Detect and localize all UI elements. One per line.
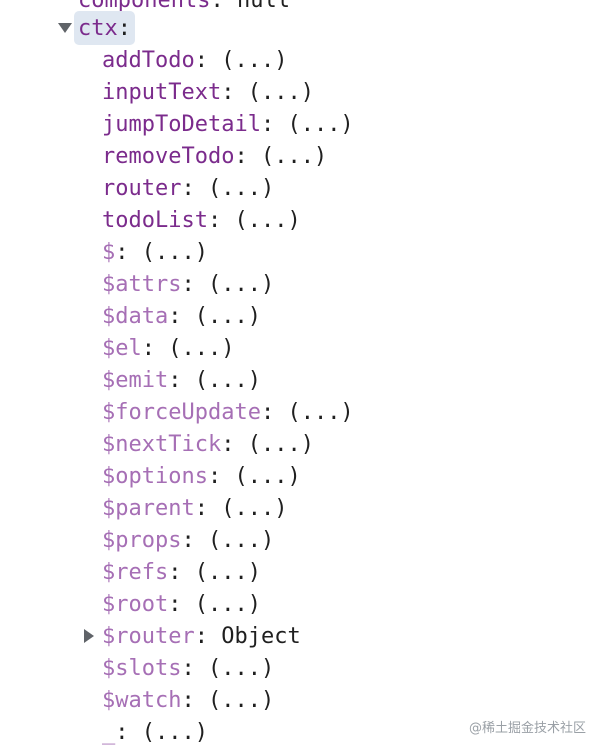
property-colon: : [194,623,222,649]
property-colon: : [181,527,208,553]
tree-row-emit[interactable]: $emit: (...) [102,364,604,396]
property-key: router [102,175,182,201]
property-key: $slots [102,655,182,681]
property-colon: : [234,143,261,169]
expand-toggle-right-icon[interactable] [84,629,94,643]
lazy-getter-value[interactable]: (...) [221,495,288,521]
property-key: $watch [102,687,182,713]
tree-row-props[interactable]: $props: (...) [102,524,604,556]
property-colon: : [221,79,248,105]
tree-row-addTodo[interactable]: addTodo: (...) [102,44,604,76]
property-colon: : [141,335,169,361]
tree-row-router[interactable]: $router: Object [84,620,604,652]
lazy-getter-value[interactable]: (...) [287,399,354,425]
property-colon: : [194,47,222,73]
tree-row-attrs[interactable]: $attrs: (...) [102,268,604,300]
lazy-getter-value[interactable]: (...) [221,47,288,73]
property-key: ctx [78,15,118,41]
lazy-getter-value[interactable]: (...) [207,527,275,553]
property-colon: : [181,655,208,681]
tree-row-router[interactable]: router: (...) [102,172,604,204]
tree-row-ctx[interactable]: ctx: [56,11,604,45]
property-key: components [78,0,211,13]
property-colon: : [207,207,235,233]
lazy-getter-value[interactable]: (...) [260,143,328,169]
property-key: $emit [102,367,169,393]
lazy-getter-value[interactable]: (...) [141,239,208,265]
property-key: $forceUpdate [102,399,261,425]
property-colon: : [181,271,208,297]
lazy-getter-value[interactable]: (...) [194,591,261,617]
property-colon: : [260,399,288,425]
tree-row-parent[interactable]: $parent: (...) [102,492,604,524]
property-colon: : [210,0,237,13]
property-colon: : [168,591,195,617]
property-colon: : [117,15,131,41]
lazy-getter-value[interactable]: (...) [207,271,275,297]
property-key: $options [102,463,208,489]
property-key: todoList [102,207,208,233]
property-colon: : [168,303,195,329]
tree-row-_[interactable]: _: (...) [102,716,604,748]
lazy-getter-value[interactable]: (...) [287,111,354,137]
property-colon: : [260,111,288,137]
property-key: $el [102,335,142,361]
property-colon: : [221,431,248,457]
lazy-getter-value[interactable]: (...) [194,559,261,585]
lazy-getter-value[interactable]: (...) [207,655,275,681]
property-colon: : [207,463,235,489]
property-key: $ [102,239,116,265]
property-key: removeTodo [102,143,235,169]
tree-row-forceUpdate[interactable]: $forceUpdate: (...) [102,396,604,428]
lazy-getter-value[interactable]: (...) [194,367,261,393]
tree-row-watch[interactable]: $watch: (...) [102,684,604,716]
watermark-text: @稀土掘金技术社区 [468,721,586,736]
tree-row-data[interactable]: $data: (...) [102,300,604,332]
expand-toggle-down-icon[interactable] [58,23,72,33]
property-key: $router [102,623,195,649]
property-colon: : [181,687,208,713]
property-value: null [236,0,290,13]
tree-row-refs[interactable]: $refs: (...) [102,556,604,588]
tree-row-root[interactable]: $root: (...) [102,588,604,620]
property-key: $attrs [102,271,182,297]
lazy-getter-value[interactable]: (...) [247,431,314,457]
property-key: jumpToDetail [102,111,261,137]
property-colon: : [181,175,208,201]
lazy-getter-value[interactable]: (...) [247,79,314,105]
property-key: $refs [102,559,169,585]
property-key: addTodo [102,47,195,73]
property-colon: : [168,367,195,393]
property-colon: : [115,239,142,265]
property-colon: : [168,559,195,585]
lazy-getter-value[interactable]: (...) [207,175,275,201]
lazy-getter-value[interactable]: (...) [207,687,275,713]
property-key: inputText [102,79,222,105]
tree-row-nextTick[interactable]: $nextTick: (...) [102,428,604,460]
lazy-getter-value[interactable]: (...) [168,335,235,361]
lazy-getter-value[interactable]: (...) [234,207,301,233]
lazy-getter-value[interactable]: (...) [234,463,301,489]
tree-row-slots[interactable]: $slots: (...) [102,652,604,684]
property-value: Object [221,623,301,649]
property-key: $nextTick [102,431,222,457]
property-key: $props [102,527,182,553]
property-colon: : [115,719,142,745]
tree-row-components: components: null [78,0,604,16]
property-key: $parent [102,495,195,521]
tree-row-jumpToDetail[interactable]: jumpToDetail: (...) [102,108,604,140]
tree-row-options[interactable]: $options: (...) [102,460,604,492]
tree-row-removeTodo[interactable]: removeTodo: (...) [102,140,604,172]
lazy-getter-value[interactable]: (...) [194,303,261,329]
tree-row-todoList[interactable]: todoList: (...) [102,204,604,236]
tree-row-dollar[interactable]: $: (...) [102,236,604,268]
tree-row-el[interactable]: $el: (...) [102,332,604,364]
property-colon: : [194,495,222,521]
property-key: _ [102,719,116,745]
lazy-getter-value[interactable]: (...) [141,719,208,745]
property-key: $root [102,591,169,617]
ctx-key-chip[interactable]: ctx: [74,11,135,45]
property-key: $data [102,303,169,329]
tree-row-inputText[interactable]: inputText: (...) [102,76,604,108]
